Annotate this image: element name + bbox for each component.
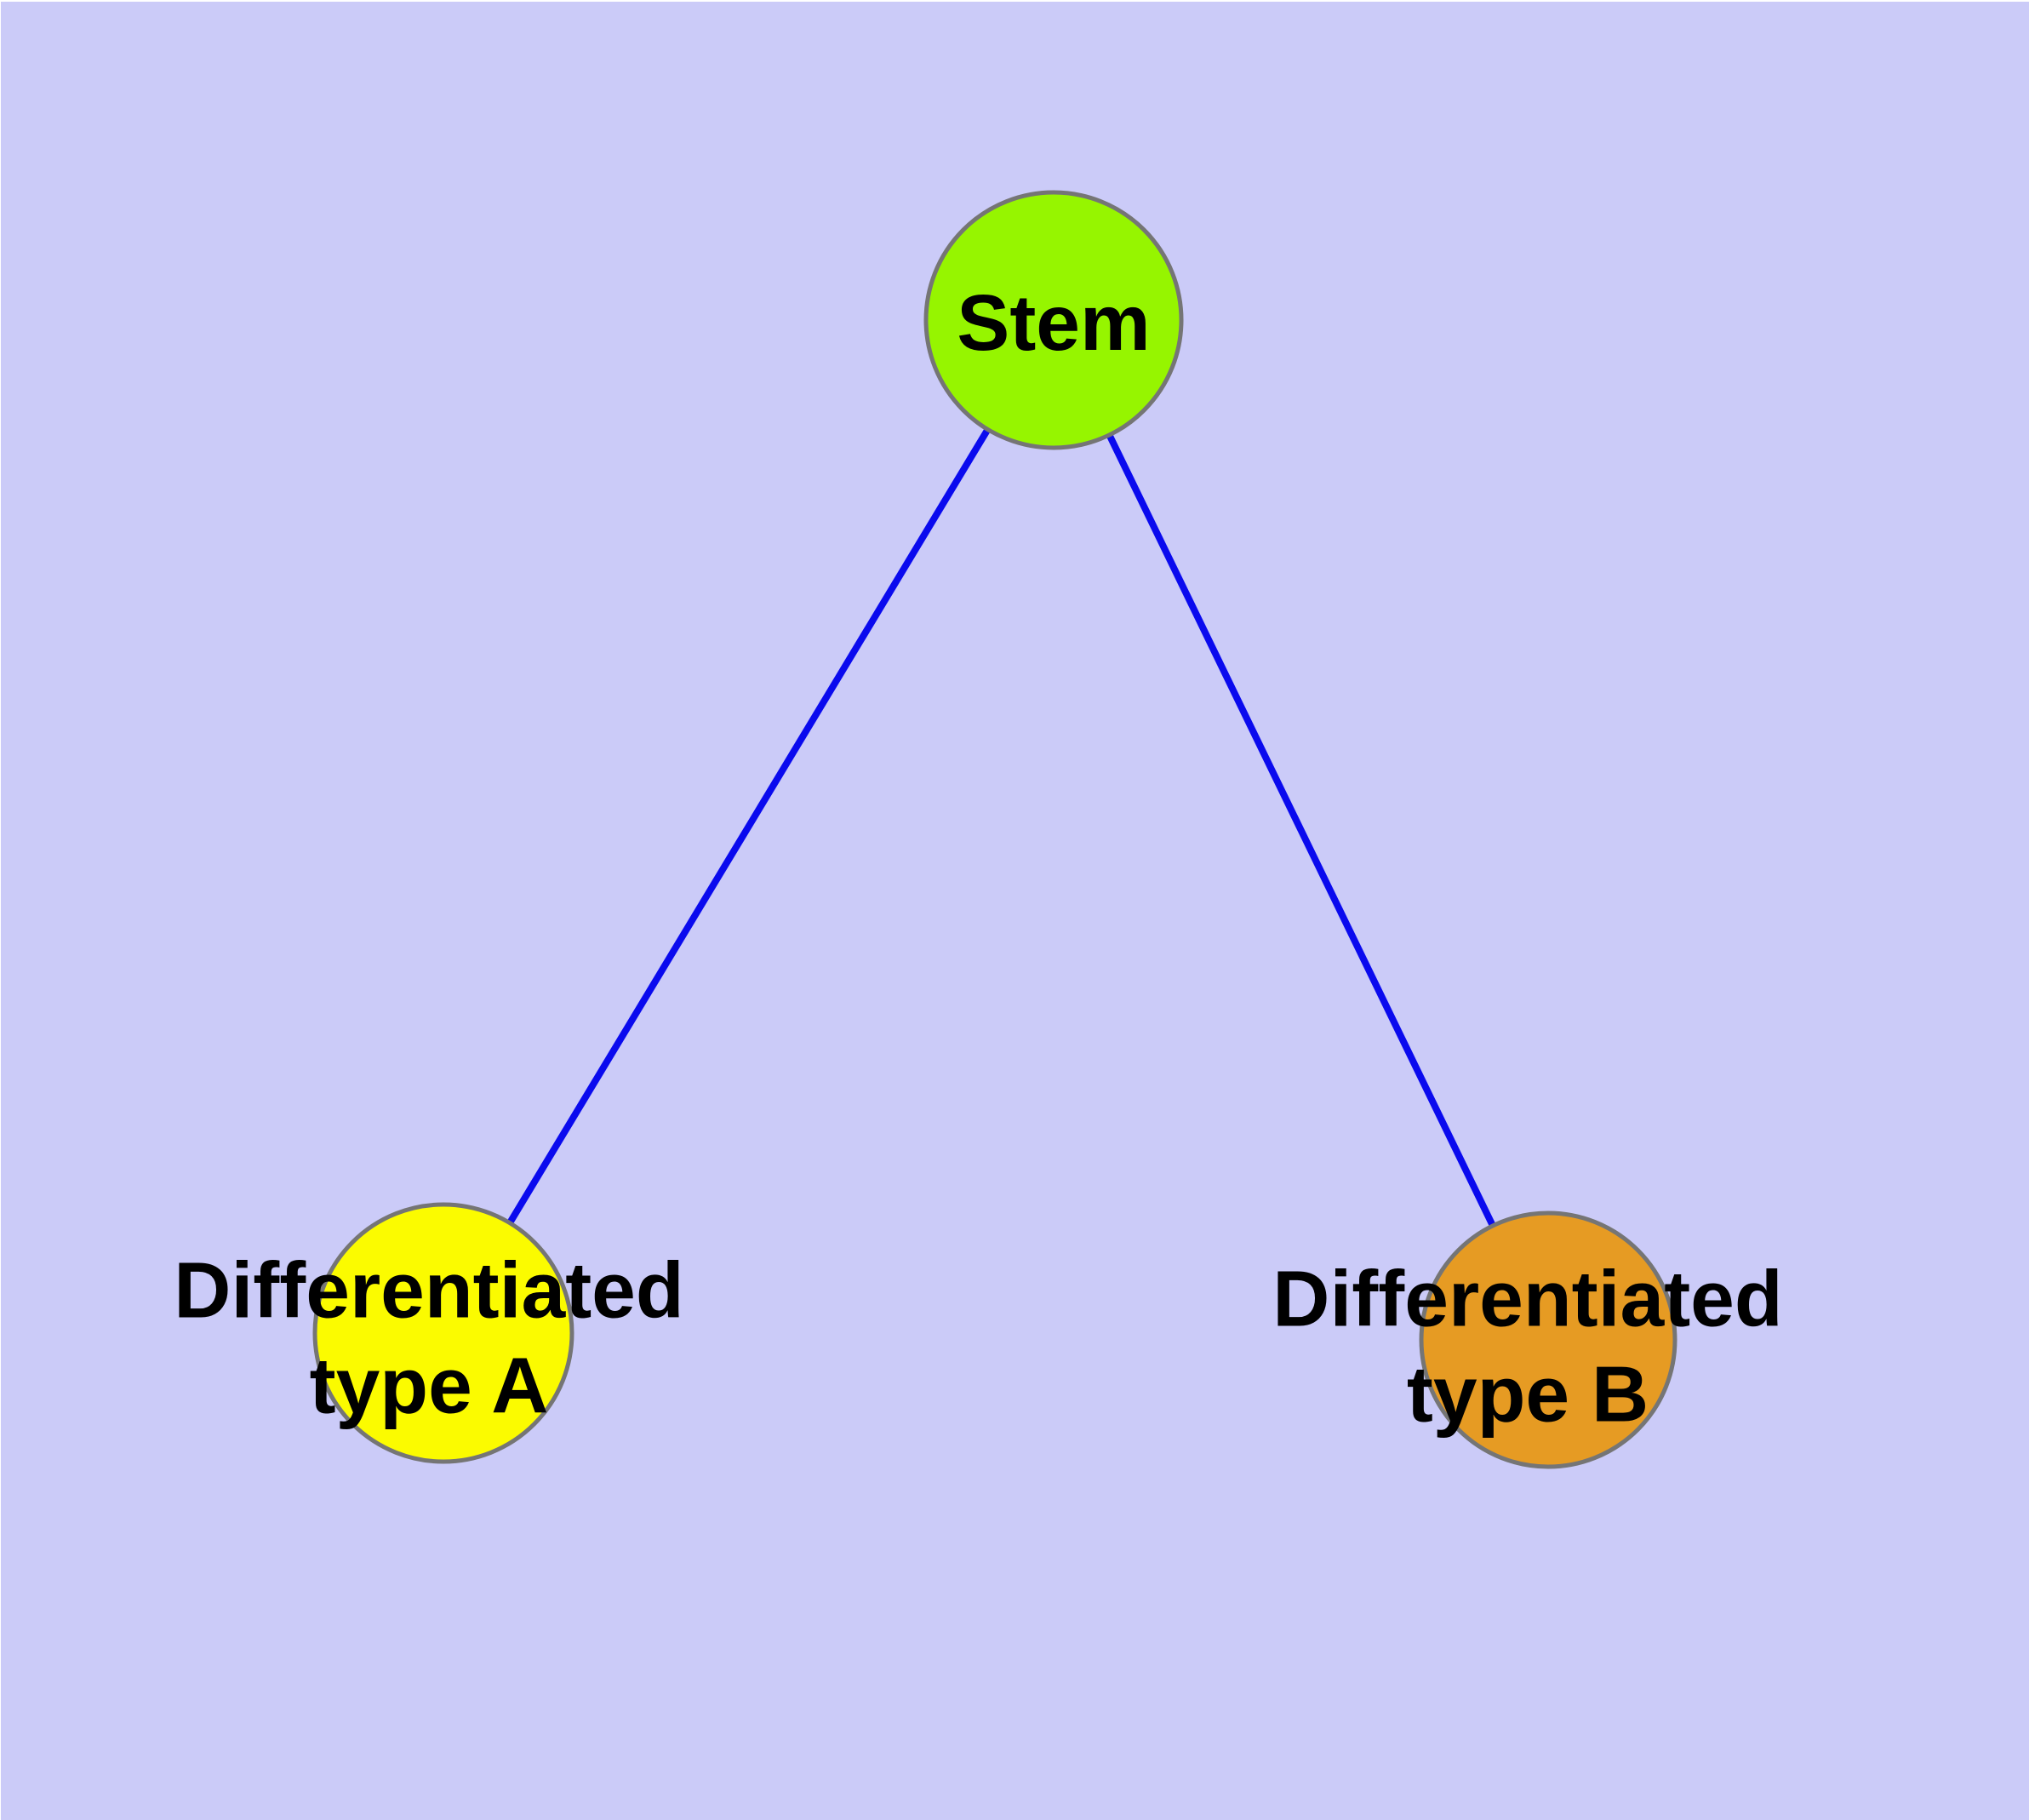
edge-stem-type-a <box>440 318 1057 1336</box>
node-type-a <box>312 1202 574 1464</box>
edges-layer <box>440 318 1552 1342</box>
node-type-b <box>1419 1210 1677 1469</box>
node-stem <box>923 190 1184 450</box>
edge-stem-type-b <box>1050 318 1552 1342</box>
nodes-layer <box>312 190 1677 1469</box>
